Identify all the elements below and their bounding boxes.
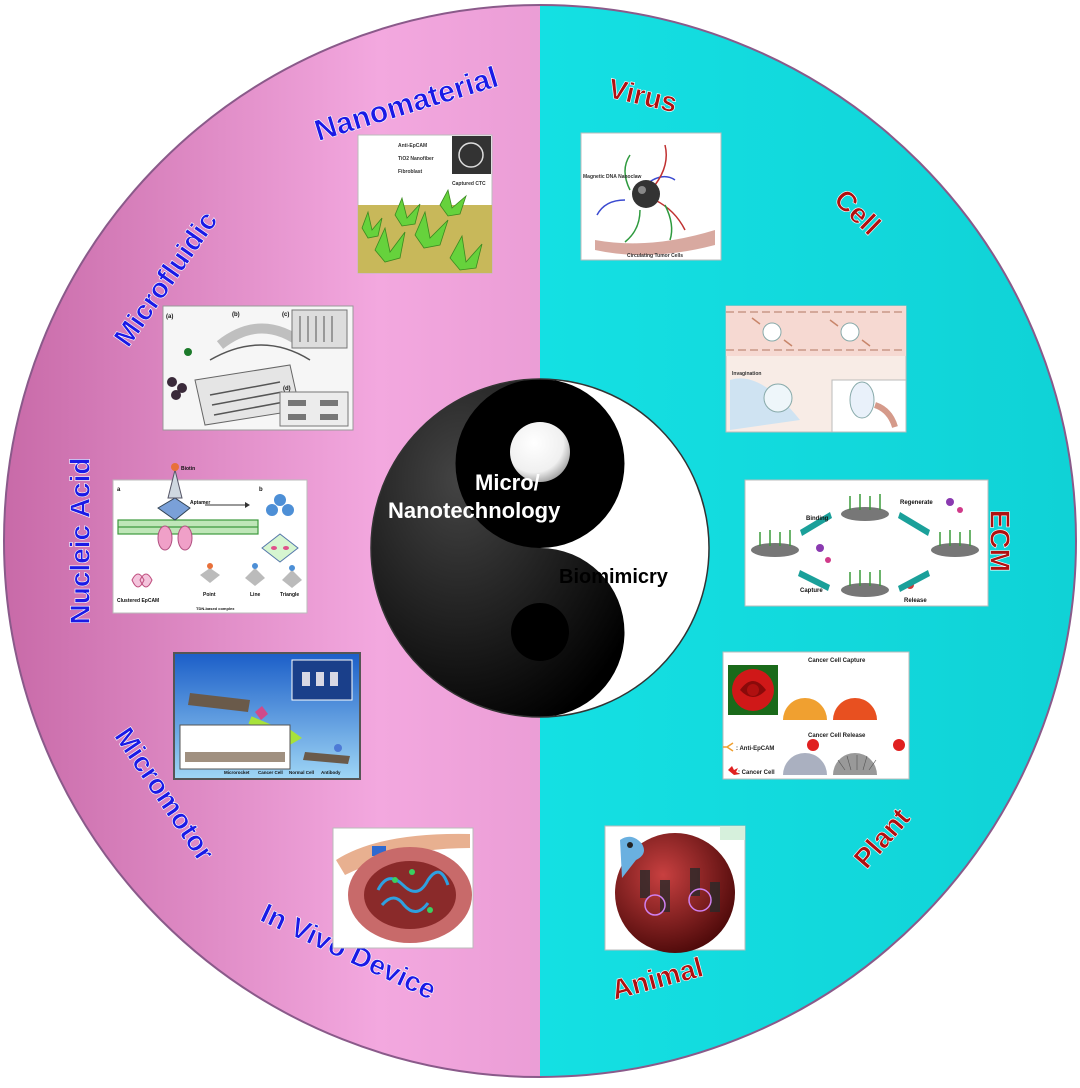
mm-label-4: Antibody <box>321 770 341 775</box>
micro-label: Micro/ <box>475 470 540 495</box>
na-label-aptamer: Aptamer <box>190 500 210 506</box>
na-label-point: Point <box>203 592 216 598</box>
biomimicry-label: Biomimicry <box>559 566 669 588</box>
na-label-clustered: Clustered EpCAM <box>117 598 159 604</box>
yin-yang-symbol: Micro/ Nanotechnology Biomimicry <box>370 378 710 718</box>
na-label-triangle: Triangle <box>280 592 299 598</box>
ecm-label-binding: Binding <box>806 516 829 522</box>
nanomaterial-figure: Anti-EpCAM TiO2 Nanofiber Fibroblast Cap… <box>357 134 493 274</box>
mm-label-1: Microrocket <box>224 770 250 775</box>
mf-label-b: (b) <box>232 312 240 318</box>
segment-label-nucleic-acid: Nucleic Acid <box>64 457 95 624</box>
plant-label-cancercell: : Cancer Cell <box>738 770 775 776</box>
nucleic-acid-figure: a b Biotin Aptamer Clustered EpCAM Point… <box>112 463 308 614</box>
animal-figure <box>604 825 746 953</box>
ecm-figure: Binding Regenerate Capture Release <box>744 479 989 607</box>
segment-label-ecm: ECM <box>985 510 1016 572</box>
na-label-line: Line <box>250 592 260 598</box>
mf-label-c: (c) <box>282 312 289 318</box>
micromotor-figure: Microrocket Cancer Cell Normal Cell Anti… <box>173 652 361 780</box>
nano-label-3: Fibroblast <box>398 169 423 175</box>
ecm-label-capture: Capture <box>800 588 823 594</box>
cell-label-1: Invagination <box>732 371 761 377</box>
nano-label-2: TiO2 Nanofiber <box>398 156 434 162</box>
in-vivo-device-figure <box>332 827 474 949</box>
microfluidic-figure: (a) (b) (c) (d) <box>162 305 354 431</box>
nano-label-4: Captured CTC <box>452 181 486 187</box>
ecm-label-regenerate: Regenerate <box>900 500 933 506</box>
na-label-biotin: Biotin <box>181 466 195 472</box>
mm-label-3: Normal Cell <box>289 770 314 775</box>
cell-figure: Invagination <box>725 305 907 433</box>
mm-label-2: Cancer Cell <box>258 770 283 775</box>
mf-label-a: (a) <box>166 314 173 320</box>
virus-figure: Magnetic DNA Nanoclaw Circulating Tumor … <box>580 132 722 261</box>
virus-label-2: Circulating Tumor Cells <box>627 253 683 259</box>
white-dot <box>510 422 570 482</box>
na-label-a: a <box>117 487 121 493</box>
ecm-label-release: Release <box>904 598 927 604</box>
nanotechnology-label: Nanotechnology <box>388 498 561 523</box>
nano-label-1: Anti-EpCAM <box>398 143 427 149</box>
virus-label-1: Magnetic DNA Nanoclaw <box>583 174 642 180</box>
disc-outline <box>3 4 1077 1078</box>
segment-label-virus: Virus <box>605 73 680 119</box>
plant-label-capture: Cancer Cell Capture <box>808 658 866 664</box>
plant-label-release: Cancer Cell Release <box>808 733 866 739</box>
mf-label-d: (d) <box>283 386 291 392</box>
black-dot <box>511 603 569 661</box>
na-label-b: b <box>259 487 263 493</box>
plant-figure: Cancer Cell Capture Cancer Cell Release … <box>722 651 910 780</box>
plant-label-antiepcam: : Anti-EpCAM <box>736 746 774 752</box>
na-label-tdn: TDN-based complex <box>196 606 235 611</box>
